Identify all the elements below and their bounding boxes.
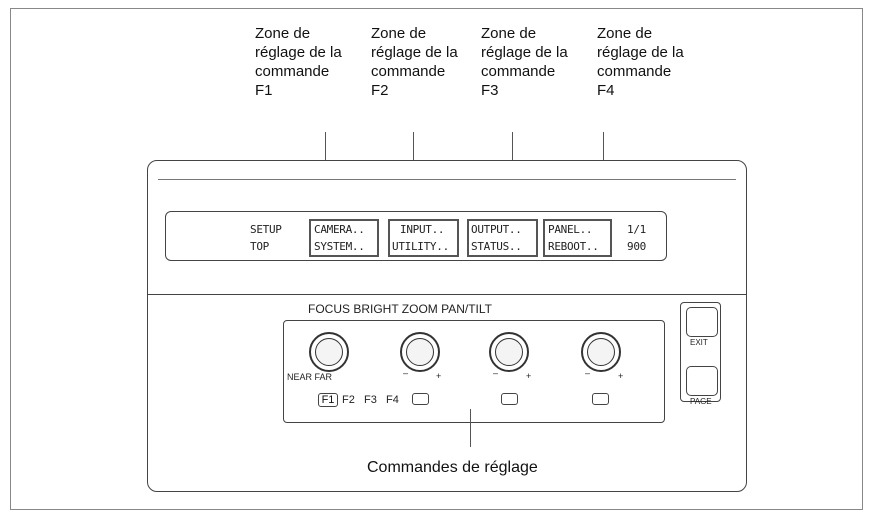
exit-button[interactable] — [686, 307, 718, 337]
pan-tilt-minus-label: – — [585, 368, 591, 378]
figure-frame — [10, 8, 863, 510]
bright-minus-label: – — [403, 368, 409, 378]
lcd-zone-f3 — [467, 219, 538, 257]
f3-key-label: F3 — [364, 394, 377, 406]
exit-label: EXIT — [690, 338, 708, 347]
knob-panel — [283, 320, 665, 423]
lcd-utility: UTILITY.. — [392, 240, 449, 253]
lcd-value: 900 — [627, 240, 646, 253]
lcd-reboot: REBOOT.. — [548, 240, 599, 253]
page-label: PAGE — [690, 397, 712, 406]
lcd-setup: SETUP — [250, 223, 282, 236]
lcd-output: OUTPUT.. — [471, 223, 522, 236]
lcd-panel: PANEL.. — [548, 223, 593, 236]
pan-tilt-knob-key[interactable] — [592, 393, 609, 405]
bright-plus-label: + — [436, 371, 442, 381]
knob-header-label: FOCUS BRIGHT ZOOM PAN/TILT — [308, 302, 493, 316]
zoom-plus-label: + — [526, 371, 532, 381]
focus-knob[interactable] — [309, 332, 349, 372]
f1-key-label: F1 — [321, 394, 335, 406]
zoom-knob-key[interactable] — [501, 393, 518, 405]
zoom-minus-label: – — [493, 368, 499, 378]
pan-tilt-plus-label: + — [618, 371, 624, 381]
lcd-zone-f2 — [388, 219, 459, 257]
near-far-label: NEAR FAR — [287, 372, 333, 382]
bright-knob-key[interactable] — [412, 393, 429, 405]
side-buttons-frame — [680, 302, 721, 402]
lcd-zone-f4 — [543, 219, 612, 257]
f2-key-label: F2 — [342, 394, 355, 406]
lcd-system: SYSTEM.. — [314, 240, 365, 253]
lcd-zone-f1 — [309, 219, 379, 257]
bright-knob[interactable] — [400, 332, 440, 372]
leader-line-commands — [470, 409, 471, 447]
device-upper-section — [148, 161, 746, 295]
lcd-top: TOP — [250, 240, 269, 253]
lcd-status: STATUS.. — [471, 240, 522, 253]
device-strip-line — [158, 179, 736, 180]
lcd-input: INPUT.. — [400, 223, 445, 236]
commands-caption: Commandes de réglage — [367, 459, 538, 476]
f1-key-indicator: F1 — [318, 393, 338, 407]
zoom-knob[interactable] — [489, 332, 529, 372]
lcd-camera: CAMERA.. — [314, 223, 365, 236]
pan-tilt-knob[interactable] — [581, 332, 621, 372]
lcd-page-indicator: 1/1 — [627, 223, 646, 236]
page-button[interactable] — [686, 366, 718, 396]
f4-key-label: F4 — [386, 394, 399, 406]
